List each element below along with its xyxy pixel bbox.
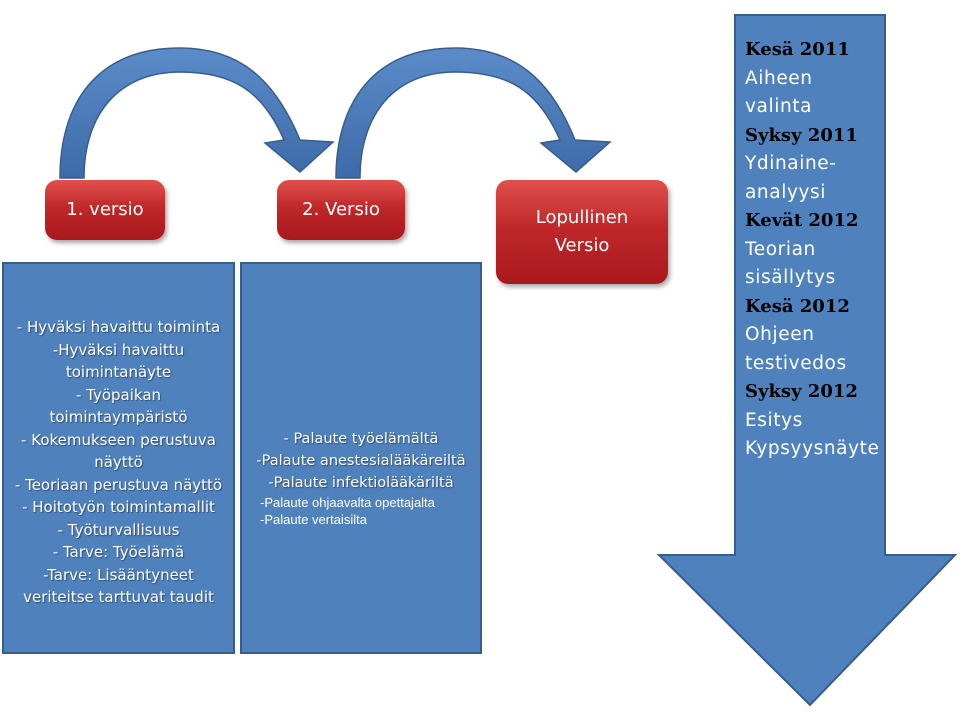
timeline-step: valinta bbox=[745, 96, 813, 117]
list-item: - Tarve: Työelämä bbox=[52, 543, 185, 561]
final-version-pill: Lopullinen Versio bbox=[496, 180, 668, 284]
timeline-text: Kesä 2011 Aiheen valinta Syksy 2011 Ydin… bbox=[745, 36, 895, 464]
timeline-year: Kesä 2011 bbox=[745, 39, 850, 60]
list-item: -Palaute anestesialääkäreiltä bbox=[256, 453, 466, 469]
version-2-list: - Palaute työelämältä -Palaute anestesia… bbox=[242, 428, 480, 528]
list-item: -Palaute infektiolääkäriltä bbox=[268, 475, 454, 491]
version-1-label: 1. versio bbox=[66, 199, 144, 220]
list-item: näyttö bbox=[94, 453, 143, 471]
list-item: -Palaute ohjaavalta opettajalta bbox=[260, 495, 435, 510]
timeline-step: Esitys bbox=[745, 409, 803, 431]
version-1-pill: 1. versio bbox=[45, 180, 165, 240]
version-1-list: - Hyväksi havaittu toiminta -Hyväksi hav… bbox=[6, 316, 231, 609]
list-item: - Hyväksi havaittu toiminta bbox=[16, 318, 221, 336]
timeline-step: testivedos bbox=[745, 352, 847, 374]
version-2-content-box: - Palaute työelämältä -Palaute anestesia… bbox=[240, 262, 482, 654]
list-item: - Teoriaan perustuva näyttö bbox=[14, 475, 223, 494]
final-version-label-1: Lopullinen bbox=[535, 207, 629, 228]
list-item: - Palaute työelämältä bbox=[283, 431, 439, 447]
list-item: - Työpaikan bbox=[75, 385, 162, 404]
list-item: -Tarve: Lisääntyneet bbox=[43, 565, 194, 584]
list-item: toimintaympäristö bbox=[49, 408, 188, 426]
timeline-step: sisällytys bbox=[745, 267, 836, 288]
list-item: - Työturvallisuus bbox=[57, 520, 180, 539]
timeline-step: analyysi bbox=[745, 181, 827, 203]
timeline-year: Kevät 2012 bbox=[745, 210, 859, 231]
timeline-step: Kypsyysnäyte bbox=[745, 438, 880, 459]
timeline-step: Teorian bbox=[745, 238, 816, 260]
list-item: toimintanäyte bbox=[65, 363, 172, 381]
final-version-label-2: Versio bbox=[554, 235, 610, 256]
curved-arrow-2 bbox=[335, 47, 612, 179]
timeline-step: Aiheen bbox=[745, 67, 813, 89]
timeline-down-arrow bbox=[656, 14, 958, 707]
curved-arrow-1 bbox=[59, 47, 335, 179]
timeline-step: Ydinaine- bbox=[745, 153, 837, 174]
list-item: veriteitse tarttuvat taudit bbox=[23, 588, 214, 606]
timeline-year: Kesä 2012 bbox=[745, 295, 850, 317]
list-item: - Kokemukseen perustuva bbox=[21, 430, 216, 449]
list-item: -Palaute vertaisilta bbox=[260, 512, 367, 527]
timeline-year: Syksy 2011 bbox=[745, 124, 858, 146]
list-item: - Hoitotyön toimintamallit bbox=[22, 498, 215, 516]
version-2-pill: 2. Versio bbox=[277, 180, 405, 240]
timeline-year: Syksy 2012 bbox=[745, 381, 858, 402]
version-1-content-box: - Hyväksi havaittu toiminta -Hyväksi hav… bbox=[2, 262, 235, 654]
timeline-step: Ohjeen bbox=[745, 324, 815, 345]
version-2-label: 2. Versio bbox=[302, 199, 380, 220]
list-item: -Hyväksi havaittu bbox=[52, 340, 185, 359]
